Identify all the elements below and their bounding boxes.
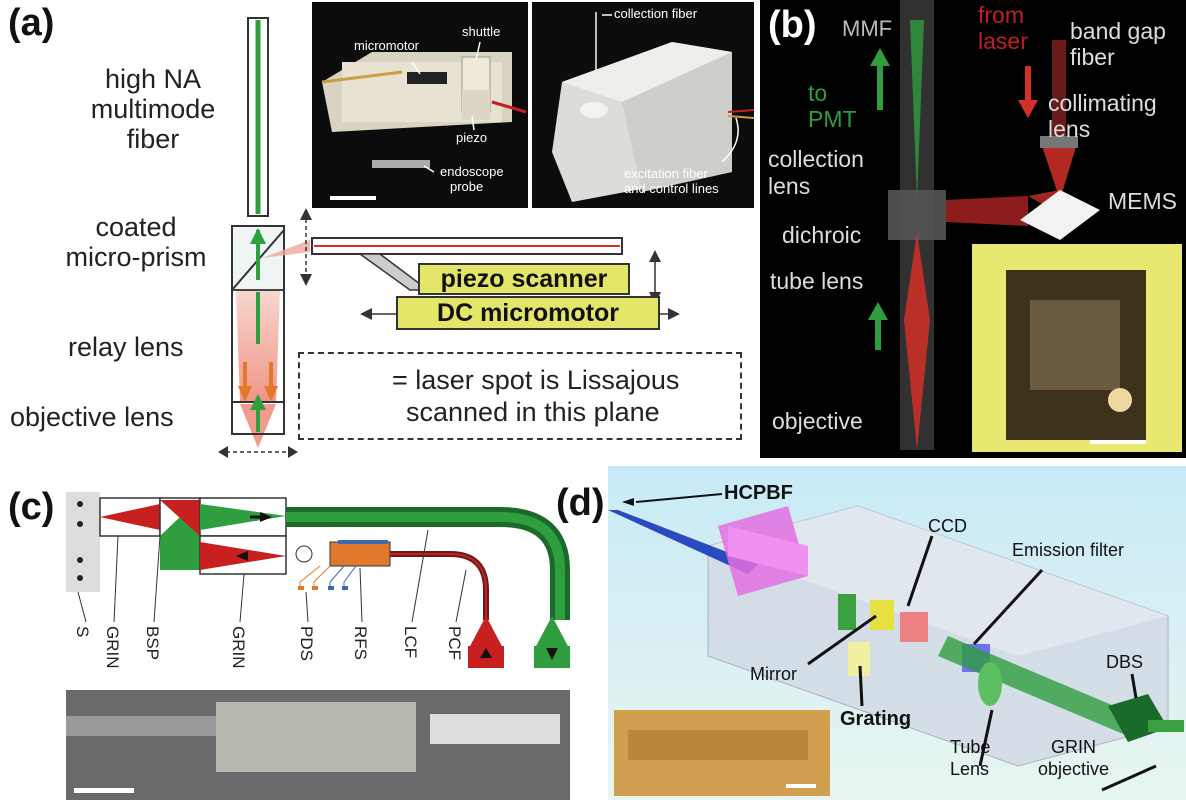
from-laser-line1: from bbox=[978, 2, 1024, 28]
tube-lens-d-line2: Lens bbox=[950, 759, 990, 779]
photo1-shuttle-label: shuttle bbox=[462, 24, 501, 39]
label-rfs: RFS bbox=[351, 626, 370, 660]
tube-lens-label-d: Tube Lens bbox=[950, 736, 990, 780]
panel-b bbox=[760, 0, 1186, 458]
grin-objective-line1: GRIN bbox=[1051, 737, 1097, 757]
dc-micromotor-box: DC micromotor bbox=[396, 296, 660, 330]
photo1-micromotor-label: micromotor bbox=[354, 38, 420, 53]
to-pmt-line1: to bbox=[808, 80, 828, 106]
panel-a-letter: (a) bbox=[8, 2, 55, 44]
fiber-label-line3: fiber bbox=[126, 124, 180, 154]
label-lcf: LCF bbox=[401, 626, 420, 659]
to-pmt-label: to PMT bbox=[808, 80, 857, 132]
mems-label: MEMS bbox=[1108, 188, 1177, 214]
dichroic-label: dichroic bbox=[782, 222, 862, 248]
prism-label: coated micro-prism bbox=[46, 212, 226, 272]
grin-objective-label: GRIN objective bbox=[1038, 736, 1109, 780]
panel-d-letter: (d) bbox=[556, 482, 605, 524]
collimating-line1: collimating bbox=[1048, 90, 1157, 116]
prism-label-line2: micro-prism bbox=[65, 242, 207, 272]
band-gap-line2: fiber bbox=[1070, 44, 1115, 70]
collimating-line2: lens bbox=[1048, 116, 1091, 142]
photo2-excitation-line2: and control lines bbox=[624, 181, 719, 196]
fiber-label-line2: multimode bbox=[90, 94, 216, 124]
legend-text-line2: scanned in this plane bbox=[406, 397, 660, 427]
prism-label-line1: coated bbox=[95, 212, 177, 242]
collection-line2: lens bbox=[768, 173, 811, 199]
grin-objective-line2: objective bbox=[1038, 759, 1110, 779]
collection-line1: collection bbox=[768, 146, 864, 172]
ccd-label: CCD bbox=[928, 516, 967, 536]
legend-box bbox=[298, 352, 742, 440]
panel-b-letter: (b) bbox=[768, 4, 817, 46]
band-gap-label: band gap fiber bbox=[1070, 18, 1166, 70]
label-grin-2: GRIN bbox=[229, 626, 248, 669]
from-laser-label: from laser bbox=[978, 2, 1028, 54]
piezo-scanner-box: piezo scanner bbox=[418, 263, 630, 295]
tube-lens-label: tube lens bbox=[770, 268, 864, 294]
fiber-label: high NA multimode fiber bbox=[68, 64, 238, 154]
relay-lens-label: relay lens bbox=[68, 332, 184, 362]
panel-c-diagram bbox=[0, 470, 600, 800]
label-grin-1: GRIN bbox=[103, 626, 122, 669]
band-gap-line1: band gap bbox=[1070, 18, 1166, 44]
collimating-label: collimating lens bbox=[1048, 90, 1157, 142]
label-bsp: BSP bbox=[143, 626, 162, 661]
mmf-label: MMF bbox=[842, 16, 893, 41]
label-pcf: PCF bbox=[445, 626, 464, 660]
photo1-piezo-label: piezo bbox=[456, 130, 488, 145]
photo-housing bbox=[532, 2, 754, 208]
objective-lens-label: objective lens bbox=[10, 402, 174, 432]
grating-label: Grating bbox=[840, 708, 912, 730]
hcpbf-label: HCPBF bbox=[724, 482, 793, 504]
collection-lens-label: collection lens bbox=[768, 146, 864, 200]
photo2-excitation-line1: excitation fiber bbox=[624, 166, 708, 181]
emission-filter-label: Emission filter bbox=[1012, 540, 1125, 560]
to-pmt-line2: PMT bbox=[808, 106, 857, 132]
photo2-excitation-label: excitation fiber and control lines bbox=[624, 166, 719, 196]
label-s: S bbox=[73, 626, 92, 638]
objective-label-b: objective bbox=[772, 408, 863, 434]
dbs-label: DBS bbox=[1106, 652, 1144, 672]
from-laser-line2: laser bbox=[978, 28, 1028, 54]
photo-scanner-assembly bbox=[312, 2, 528, 208]
legend-text-line1: = laser spot is Lissajous bbox=[392, 365, 680, 395]
photo1-probe-line1: endoscope bbox=[440, 164, 504, 179]
fiber-label-line1: high NA bbox=[104, 64, 202, 94]
label-pds: PDS bbox=[297, 626, 316, 661]
photo1-probe-line2: probe bbox=[450, 179, 484, 194]
tube-lens-d-line1: Tube bbox=[950, 737, 991, 757]
mirror-label: Mirror bbox=[750, 664, 797, 684]
photo1-probe-label: endoscope probe bbox=[440, 164, 504, 194]
panel-c-letter: (c) bbox=[8, 486, 55, 528]
photo2-collection-label: collection fiber bbox=[614, 6, 698, 21]
panel-a-diagram bbox=[0, 0, 680, 470]
panel-d-diagram bbox=[608, 466, 1186, 800]
